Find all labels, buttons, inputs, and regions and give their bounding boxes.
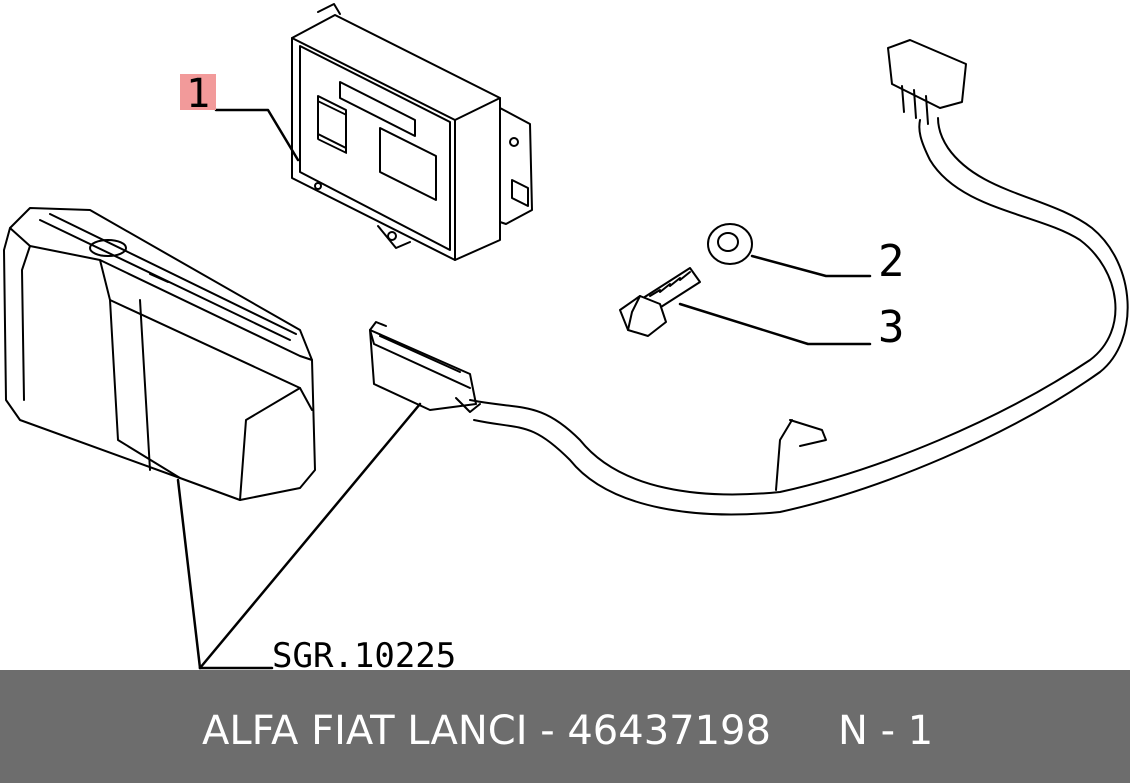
leader-line-2 — [750, 254, 872, 278]
leader-line-1 — [214, 108, 300, 162]
control-unit-part — [291, 3, 533, 261]
leader-line-3 — [678, 302, 872, 346]
ref-leader-connector — [198, 402, 422, 670]
callout-1: 1 — [180, 74, 216, 114]
callout-3: 3 — [878, 302, 905, 353]
cover-housing-part — [3, 207, 316, 501]
bolt-part — [619, 267, 701, 337]
footer-part-number: ALFA FIAT LANCI - 46437198 — [202, 708, 771, 754]
callout-2: 2 — [878, 236, 905, 287]
parts-diagram — [3, 3, 1129, 670]
footer-quantity: N - 1 — [838, 708, 934, 754]
ref-leader-housing — [176, 478, 202, 670]
reference-code: SGR.10225 — [272, 636, 457, 676]
footer-bar: ALFA FIAT LANCI - 46437198 N - 1 — [0, 670, 1130, 783]
wiring-harness-part — [369, 39, 1129, 516]
washer-part — [707, 223, 753, 265]
